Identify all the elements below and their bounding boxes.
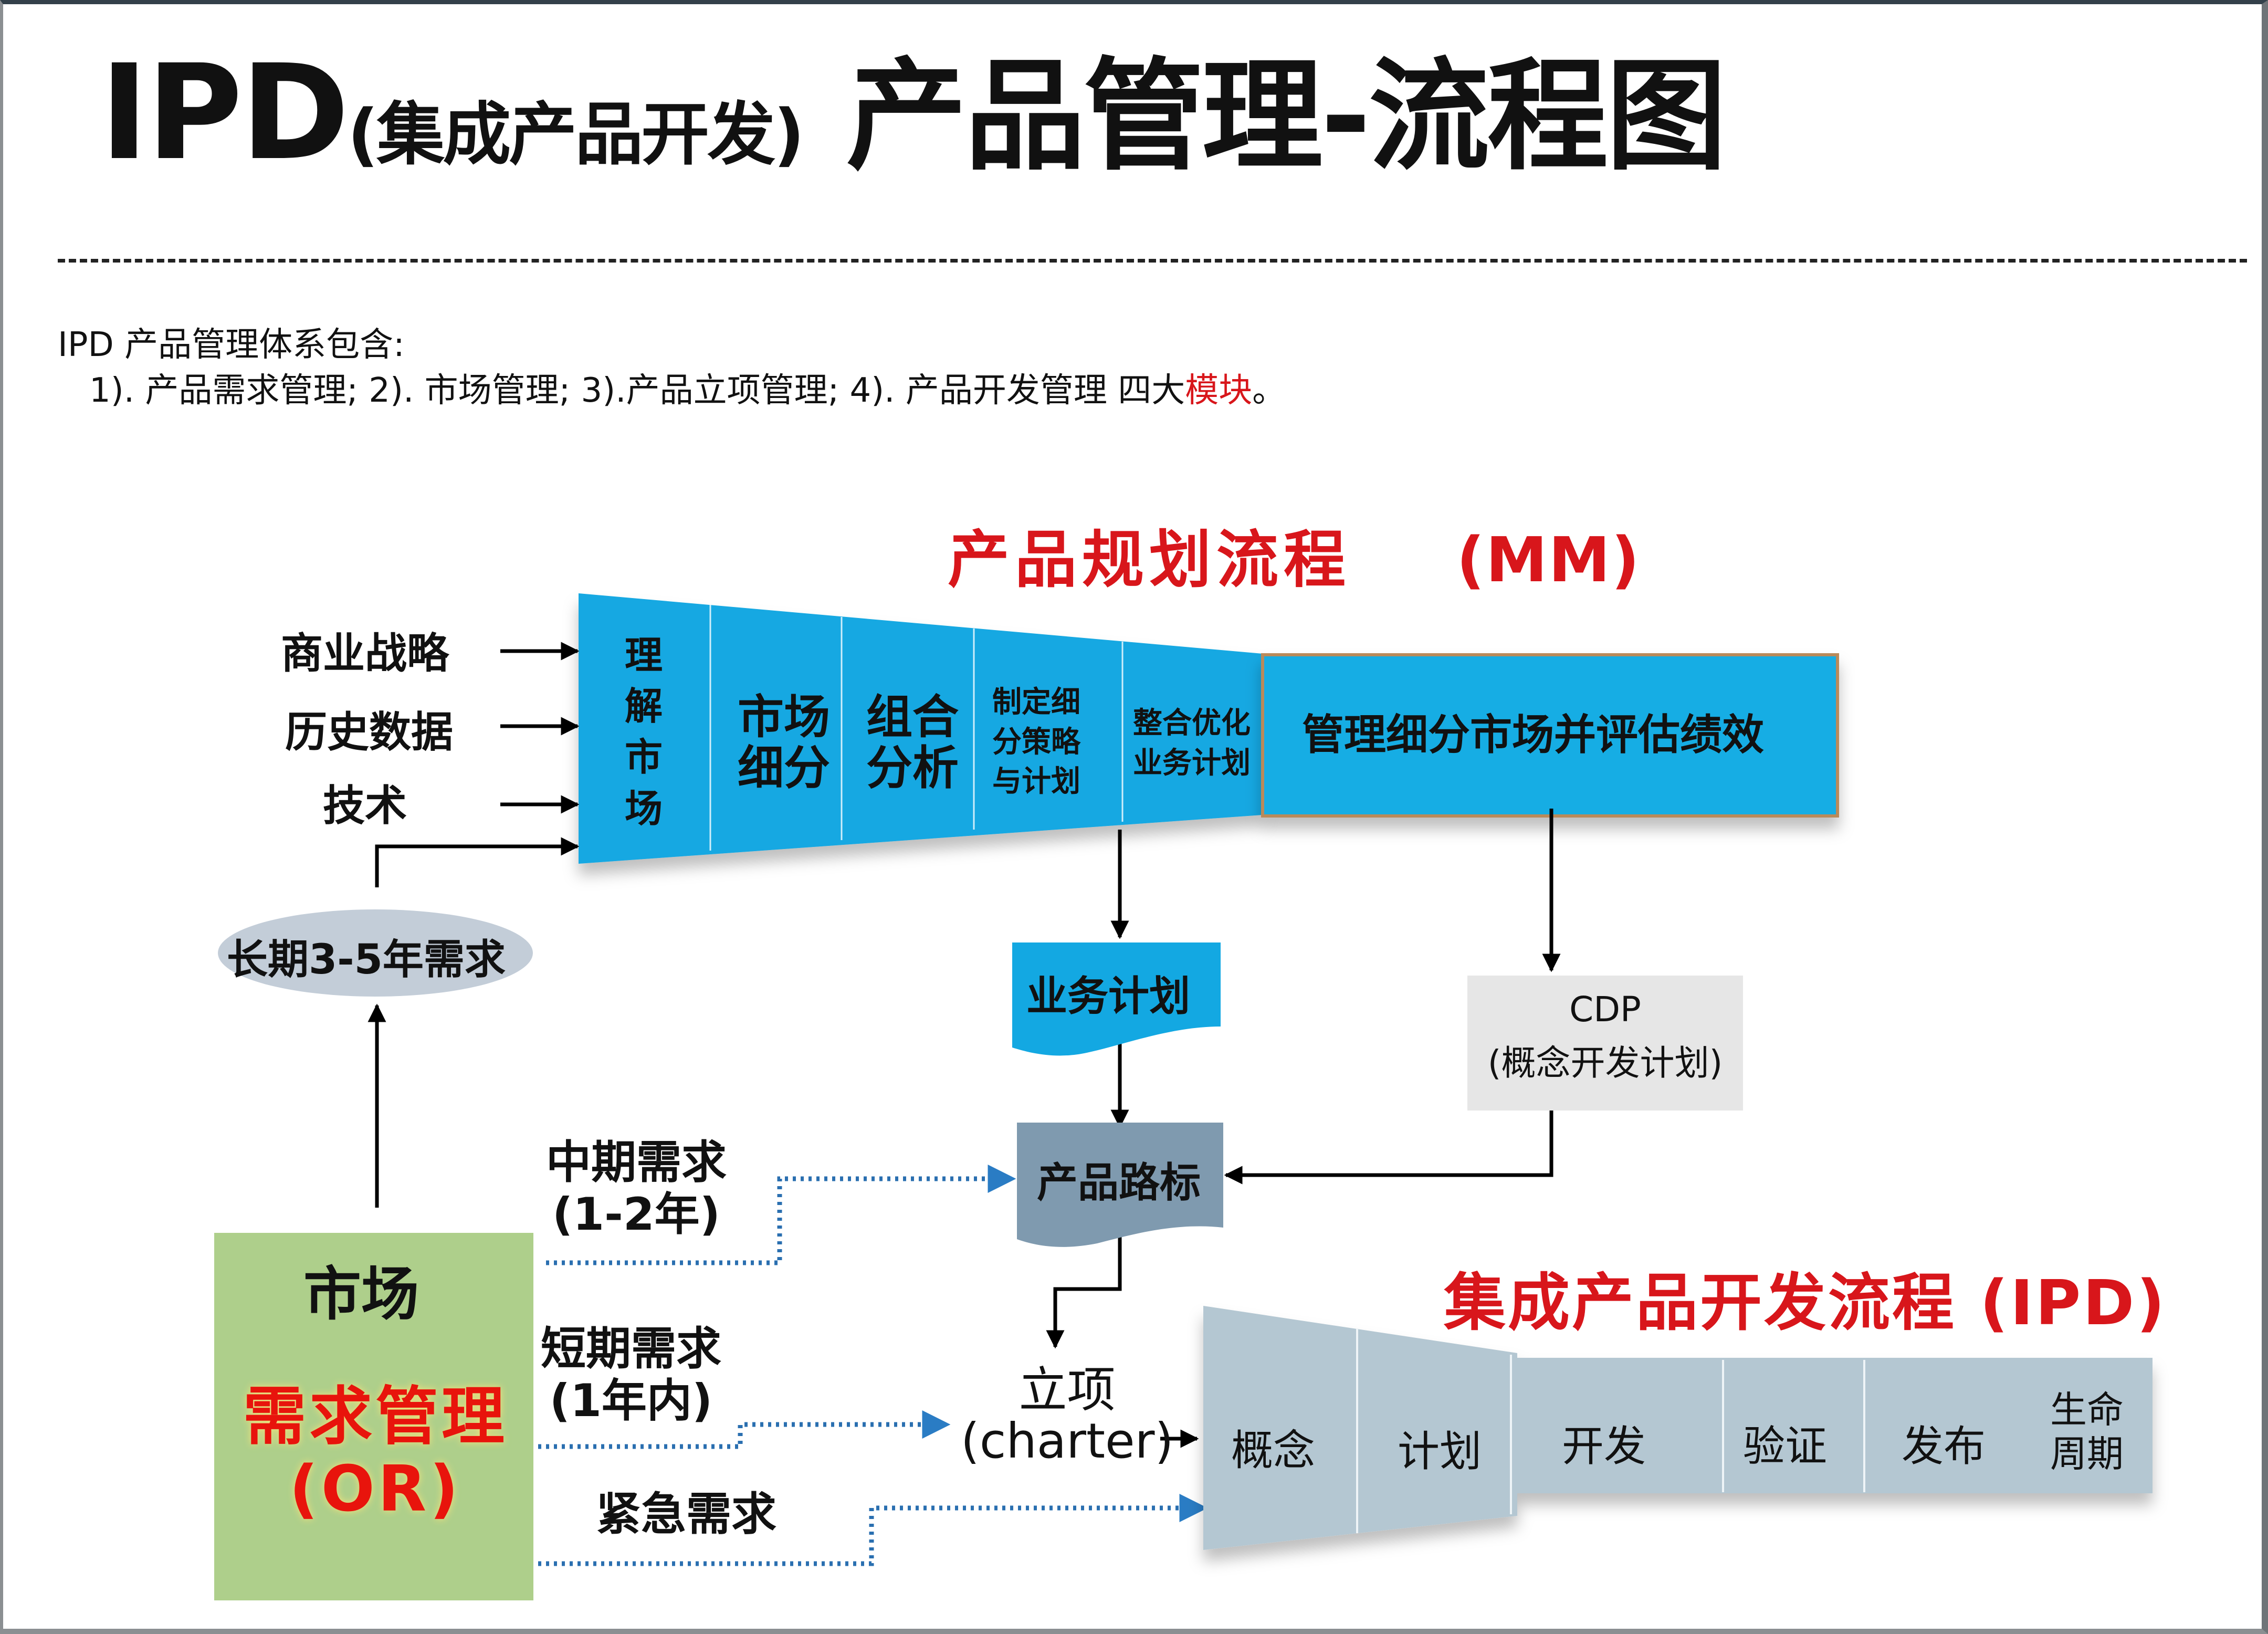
- demand-management-text: 需求管理: [243, 1380, 508, 1453]
- mm-stage-dividers: [709, 605, 1124, 851]
- ipd-phase-lifecycle: 生命 周期: [2050, 1388, 2124, 1475]
- long-term-demand-label: 长期3-5年需求: [227, 936, 506, 983]
- mm-funnel-body: [579, 593, 1263, 864]
- mid-term-demand-title: 中期需求: [546, 1136, 727, 1189]
- input-arrows: [368, 642, 580, 1208]
- mm-stage-understand-market: 理 解 市 场: [625, 633, 663, 831]
- mm-funnel: [579, 593, 1263, 864]
- intro-suffix: 。: [1252, 371, 1286, 410]
- mid-term-demand-range: (1-2年): [552, 1188, 720, 1241]
- intro-modules: 1). 产品需求管理; 2). 市场管理; 3).产品立项管理; 4). 产品开…: [89, 371, 1185, 410]
- urgent-demand: 紧急需求: [596, 1488, 776, 1541]
- demand-management-label: 需求管理 (OR): [239, 1381, 512, 1526]
- business-plan-shape: [1012, 942, 1221, 1056]
- cdp-shape: [1467, 976, 1743, 1111]
- intro-line-2: 1). 产品需求管理; 2). 市场管理; 3).产品立项管理; 4). 产品开…: [89, 363, 1286, 412]
- ipd-phase-release: 发布: [1902, 1422, 1986, 1471]
- charter-label: 立项 (charter): [961, 1365, 1173, 1467]
- dashed-divider: [58, 259, 2247, 263]
- title-prefix: IPD: [100, 36, 350, 189]
- ipd-funnel: [1203, 1306, 2152, 1550]
- cdp-subtitle: (概念开发计划): [1487, 1043, 1723, 1084]
- mm-stage-segment-market: 市场 细分: [738, 690, 831, 795]
- manage-segment-box: [1261, 653, 1839, 818]
- mm-connectors: [1046, 809, 1561, 1448]
- ipd-phase-dividers: [1356, 1328, 1865, 1533]
- short-term-demand-title: 短期需求: [541, 1323, 721, 1375]
- short-term-demand: 短期需求 (1年内): [541, 1323, 721, 1427]
- mm-stage-portfolio-analysis: 组合 分析: [866, 690, 959, 795]
- charter-subtitle: (charter): [961, 1412, 1174, 1469]
- input-business-strategy: 商业战略: [281, 629, 449, 678]
- mm-title: 产品规划流程 (MM): [948, 509, 1641, 599]
- input-technology: 技术: [323, 781, 407, 830]
- charter-title: 立项: [1018, 1362, 1116, 1418]
- intro-line-1: IPD 产品管理体系包含:: [58, 326, 405, 364]
- page-title: IPD(集成产品开发) 产品管理-流程图: [100, 47, 1727, 179]
- intro-highlight: 模块: [1185, 371, 1253, 410]
- mm-stage-integrate-optimize: 整合优化 业务计划: [1133, 706, 1251, 780]
- market-box-shape: [214, 1233, 533, 1600]
- demand-management-or: (OR): [289, 1453, 462, 1526]
- title-main: 产品管理-流程图: [846, 47, 1727, 187]
- roadmap-label: 产品路标: [1037, 1159, 1201, 1207]
- cdp-label: CDP (概念开发计划): [1475, 983, 1735, 1091]
- input-historical-data: 历史数据: [285, 708, 453, 757]
- cdp-title: CDP: [1569, 989, 1641, 1030]
- ipd-phase-develop: 开发: [1562, 1422, 1646, 1471]
- ipd-phase-concept: 概念: [1231, 1426, 1315, 1475]
- short-term-demand-range: (1年内): [549, 1374, 713, 1427]
- ipd-title: 集成产品开发流程 (IPD): [1444, 1266, 2167, 1339]
- mm-title-text: 产品规划流程: [948, 523, 1351, 596]
- mm-stage-strategy-plan: 制定细 分策略 与计划: [992, 685, 1080, 799]
- mid-term-demand: 中期需求 (1-2年): [546, 1137, 727, 1241]
- business-plan-label: 业务计划: [1026, 973, 1191, 1020]
- title-paren: (集成产品开发): [347, 95, 805, 174]
- long-term-ellipse: [218, 909, 533, 997]
- mm-title-abbr: (MM): [1456, 523, 1641, 596]
- ipd-phase-plan: 计划: [1398, 1427, 1482, 1476]
- manage-segment-label: 管理细分市场并评估绩效: [1302, 710, 1764, 759]
- demand-connectors: [538, 1165, 1208, 1566]
- market-title: 市场: [303, 1261, 419, 1328]
- roadmap-shape: [1017, 1123, 1223, 1247]
- ipd-phase-verify: 验证: [1743, 1422, 1827, 1471]
